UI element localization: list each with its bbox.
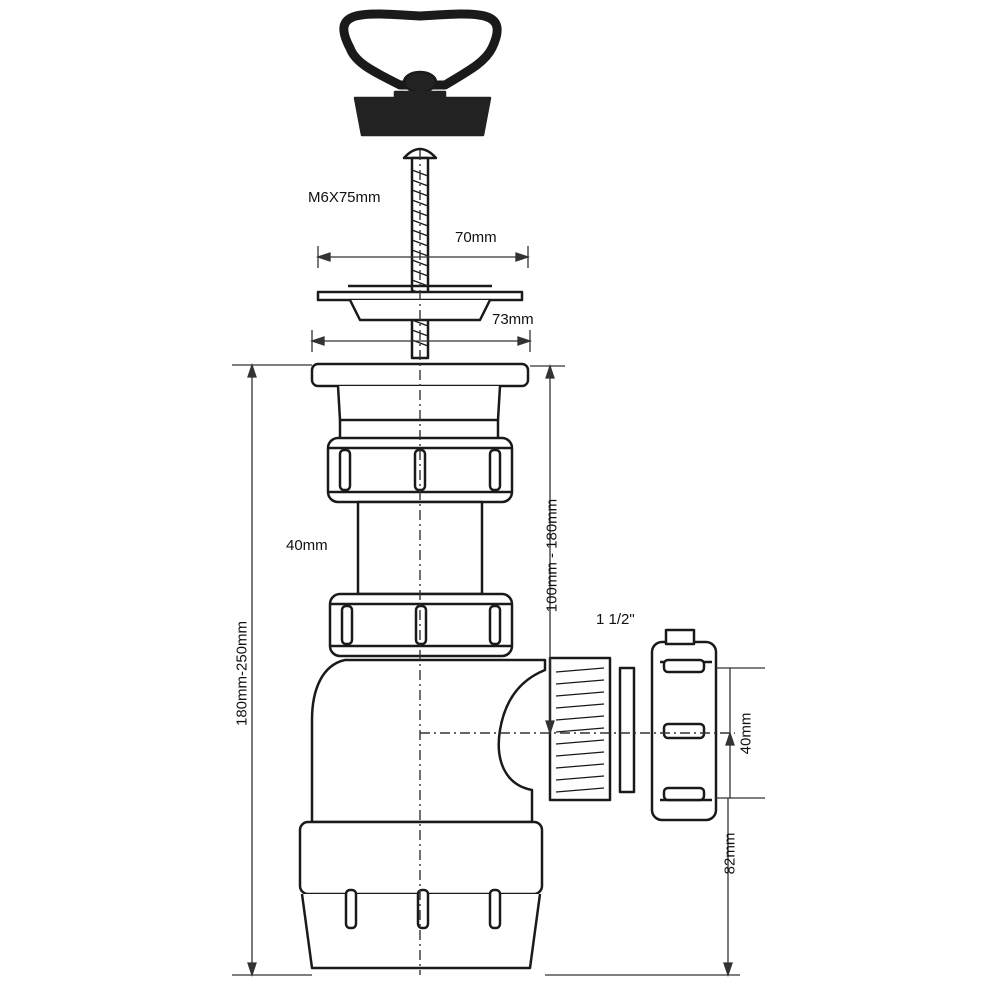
bolt-size-label: M6X75mm <box>308 189 381 206</box>
pipe-diameter-label: 40mm <box>286 537 328 554</box>
adjust-height-label: 100mm - 180mm <box>543 498 561 613</box>
plug-icon <box>339 9 502 137</box>
thread-size-label: 1 1/2" <box>596 611 635 628</box>
flange-bottom-width-label: 73mm <box>492 311 534 328</box>
outlet-height-label: 82mm <box>721 832 739 875</box>
outlet-diameter-label: 40mm <box>737 712 755 755</box>
total-height-label: 180mm-250mm <box>233 620 251 727</box>
flange-top-width-label: 70mm <box>455 229 497 246</box>
